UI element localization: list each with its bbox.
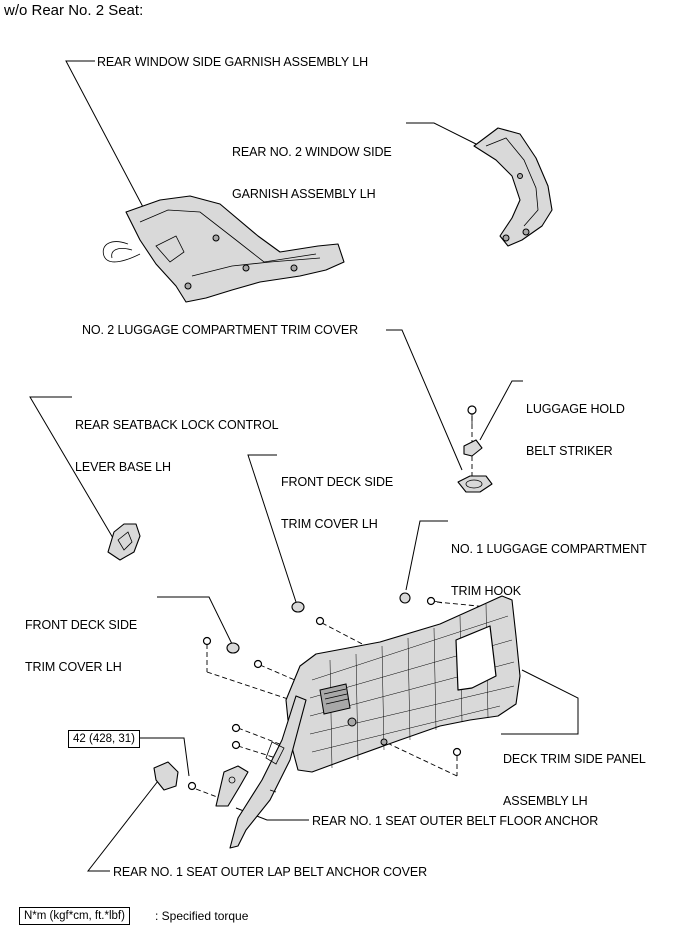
torque-spec-box: 42 (428, 31) [68,730,141,748]
label-line: TRIM COVER LH [281,517,378,531]
label-line: BELT STRIKER [526,444,613,458]
bolt-cluster [187,596,462,791]
label-deck-trim-side-panel: DECK TRIM SIDE PANEL ASSEMBLY LH [503,724,646,822]
label-line: LUGGAGE HOLD [526,402,625,416]
rear-no1-seat-belt-floor-anchor-part [215,765,249,807]
label-rear-seatback-lock-lever-base: REAR SEATBACK LOCK CONTROL LEVER BASE LH [75,390,279,488]
legend-unit-box: N*m (kgf*cm, ft.*lbf) [19,907,130,925]
label-line: FRONT DECK SIDE [281,475,394,489]
legend-description: : Specified torque [155,909,249,923]
label-rear-no1-lap-belt-anchor-cover: REAR NO. 1 SEAT OUTER LAP BELT ANCHOR CO… [113,865,428,879]
label-no2-luggage-trim-cover: NO. 2 LUGGAGE COMPARTMENT TRIM COVER [82,323,359,337]
leader-lines [29,60,579,872]
label-front-deck-side-trim-cover-b: FRONT DECK SIDE TRIM COVER LH [25,590,137,688]
label-line: FRONT DECK SIDE [25,618,138,632]
deck-trim-side-panel-part [229,595,521,849]
label-front-deck-side-trim-cover-a: FRONT DECK SIDE TRIM COVER LH [281,447,393,545]
label-line: ASSEMBLY LH [503,794,588,808]
label-luggage-hold-belt-striker: LUGGAGE HOLD BELT STRIKER [526,374,625,472]
front-deck-side-trim-cover-clip-a [291,601,305,613]
label-rear-no2-window-side-garnish: REAR NO. 2 WINDOW SIDE GARNISH ASSEMBLY … [232,117,392,215]
label-line: REAR SEATBACK LOCK CONTROL [75,418,279,432]
rear-seatback-lock-lever-base-part [107,523,141,561]
no2-luggage-trim-cover-part [457,475,493,493]
label-no1-luggage-trim-hook: NO. 1 LUGGAGE COMPARTMENT TRIM HOOK [451,514,647,612]
label-rear-window-side-garnish: REAR WINDOW SIDE GARNISH ASSEMBLY LH [97,55,368,69]
label-line: NO. 1 LUGGAGE COMPARTMENT [451,542,647,556]
label-line: LEVER BASE LH [75,460,171,474]
label-rear-no1-seat-belt-floor-anchor: REAR NO. 1 SEAT OUTER BELT FLOOR ANCHOR [312,814,599,828]
rear-window-side-garnish-part [102,195,345,303]
label-line: REAR NO. 2 WINDOW SIDE [232,145,392,159]
page-heading: w/o Rear No. 2 Seat: [4,2,144,19]
label-line: DECK TRIM SIDE PANEL [503,752,646,766]
label-line: TRIM HOOK [451,584,521,598]
no1-luggage-trim-hook-part [399,592,411,604]
rear-no1-lap-belt-anchor-cover-part [153,761,179,791]
rear-no2-window-side-garnish-part [473,127,553,247]
luggage-hold-belt-striker-part [463,405,483,457]
label-line: TRIM COVER LH [25,660,122,674]
label-line: GARNISH ASSEMBLY LH [232,187,376,201]
front-deck-side-trim-cover-clip-b [226,642,240,654]
